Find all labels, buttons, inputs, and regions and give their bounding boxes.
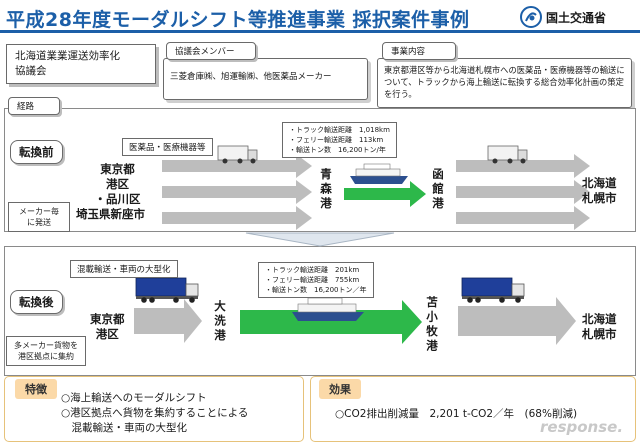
project-name-line1: 北海道業業運送効率化	[15, 50, 120, 62]
after-gray-arrow-1	[134, 299, 202, 343]
members-box: 三菱倉庫㈱、旭運輸㈱、他医薬品メーカー	[163, 58, 368, 100]
members-label: 協議会メンバー	[166, 42, 256, 60]
after-green-arrow	[240, 300, 422, 344]
before-stat-ferry: ・フェリー輸送距離 113km	[289, 136, 384, 144]
before-gray-arrow-1	[162, 154, 312, 178]
after-port-tomakomai: 苫小牧港	[425, 296, 439, 354]
page-title: 平成28年度モーダルシフト等推進事業 採択案件事例	[6, 9, 470, 31]
before-gray-arrow-3	[162, 206, 312, 230]
features-line3: 混載輸送・車両の大型化	[61, 422, 187, 434]
before-ferry-icon	[349, 163, 409, 185]
after-origin: 東京都 港区	[90, 312, 125, 342]
after-truck-icon-2	[461, 277, 525, 304]
after-gray-arrow-2	[458, 297, 576, 345]
before-stat-tonnage: ・輸送トン数 16,200トン/年	[289, 146, 386, 154]
before-note-line2: に発送	[27, 218, 51, 227]
effect-label: 効果	[319, 379, 361, 399]
before-destination-line2: 札幌市	[582, 191, 617, 205]
before-note-box: メーカー毎 に発送	[8, 202, 70, 232]
project-name-box: 北海道業業運送効率化 協議会	[6, 44, 156, 84]
before-gray-arrow-5	[456, 180, 590, 204]
after-stats-box: ・トラック輸送距離 201km ・フェリー輸送距離 755km ・輸送トン数 1…	[258, 262, 374, 298]
title-divider	[0, 30, 640, 33]
features-label: 特徴	[15, 379, 57, 399]
content-box: 東京都港区等から北海道札幌市への医薬品・医療機器等の輸送について、トラックから海…	[377, 58, 632, 108]
after-stat-tonnage: ・輸送トン数 16,200トン／年	[265, 286, 367, 294]
before-origin-line1: 東京都	[100, 162, 135, 176]
features-box: 特徴 ○海上輸送へのモーダルシフト ○港区拠点へ貨物を集約することによる 混載輸…	[4, 376, 304, 442]
before-label: 転換前	[10, 140, 63, 164]
before-destination-line1: 北海道	[582, 176, 617, 190]
after-note-line2: 港区拠点に集約	[18, 352, 74, 361]
effect-line: ○CO2排出削減量 2,201 t-CO2／年 (68%削減)	[335, 408, 578, 420]
after-origin-line2: 港区	[95, 327, 119, 341]
content-label: 事業内容	[382, 42, 456, 60]
after-stat-ferry: ・フェリー輸送距離 755km	[265, 276, 360, 284]
before-gray-arrow-6	[456, 206, 590, 230]
ministry-logo-icon	[520, 6, 542, 28]
before-stats-box: ・トラック輸送距離 1,018km ・フェリー輸送距離 113km ・輸送トン数…	[282, 122, 397, 158]
after-port-oarai: 大洗港	[213, 300, 227, 344]
transition-arrow-icon	[245, 232, 395, 247]
after-cargo-label: 混載輸送・車両の大型化	[70, 260, 178, 278]
project-name-line2: 協議会	[15, 65, 47, 77]
content-text: 東京都港区等から北海道札幌市への医薬品・医療機器等の輸送について、トラックから海…	[384, 65, 625, 99]
before-stat-truck: ・トラック輸送距離 1,018km	[289, 126, 390, 134]
after-ferry-icon	[291, 297, 365, 322]
ministry-badge: 国土交通省	[520, 4, 636, 30]
watermark: response.	[540, 418, 624, 436]
before-note-line1: メーカー毎	[19, 207, 59, 216]
before-gray-arrow-2	[162, 180, 312, 204]
ministry-name: 国土交通省	[546, 10, 607, 25]
after-label: 転換後	[10, 290, 63, 314]
after-note-box: 多メーカー貨物を 港区拠点に集約	[6, 336, 86, 366]
before-port-hakodate: 函館港	[431, 168, 445, 212]
effect-box: 効果 ○CO2排出削減量 2,201 t-CO2／年 (68%削減)	[310, 376, 636, 442]
before-origin: 東京都 港区 ・品川区 埼玉県新座市	[76, 162, 145, 222]
before-origin-line4: 埼玉県新座市	[76, 207, 145, 221]
after-truck-icon-1	[135, 277, 199, 304]
after-destination-line1: 北海道	[582, 312, 617, 326]
features-line1: ○海上輸送へのモーダルシフト	[61, 392, 207, 404]
before-green-arrow	[344, 181, 426, 207]
before-origin-line3: ・品川区	[94, 192, 141, 206]
after-stat-truck: ・トラック輸送距離 201km	[265, 266, 360, 274]
after-destination-line2: 札幌市	[582, 327, 617, 341]
after-note-line1: 多メーカー貨物を	[14, 341, 78, 350]
before-cargo-label: 医薬品・医療機器等	[122, 138, 213, 156]
before-destination: 北海道 札幌市	[582, 176, 617, 206]
route-label: 経路	[8, 97, 60, 115]
after-origin-line1: 東京都	[90, 312, 125, 326]
features-line2: ○港区拠点へ貨物を集約することによる	[61, 407, 249, 419]
before-origin-line2: 港区	[106, 177, 129, 191]
before-port-aomori: 青森港	[319, 168, 333, 212]
after-destination: 北海道 札幌市	[582, 312, 617, 342]
members-text: 三菱倉庫㈱、旭運輸㈱、他医薬品メーカー	[170, 72, 332, 82]
